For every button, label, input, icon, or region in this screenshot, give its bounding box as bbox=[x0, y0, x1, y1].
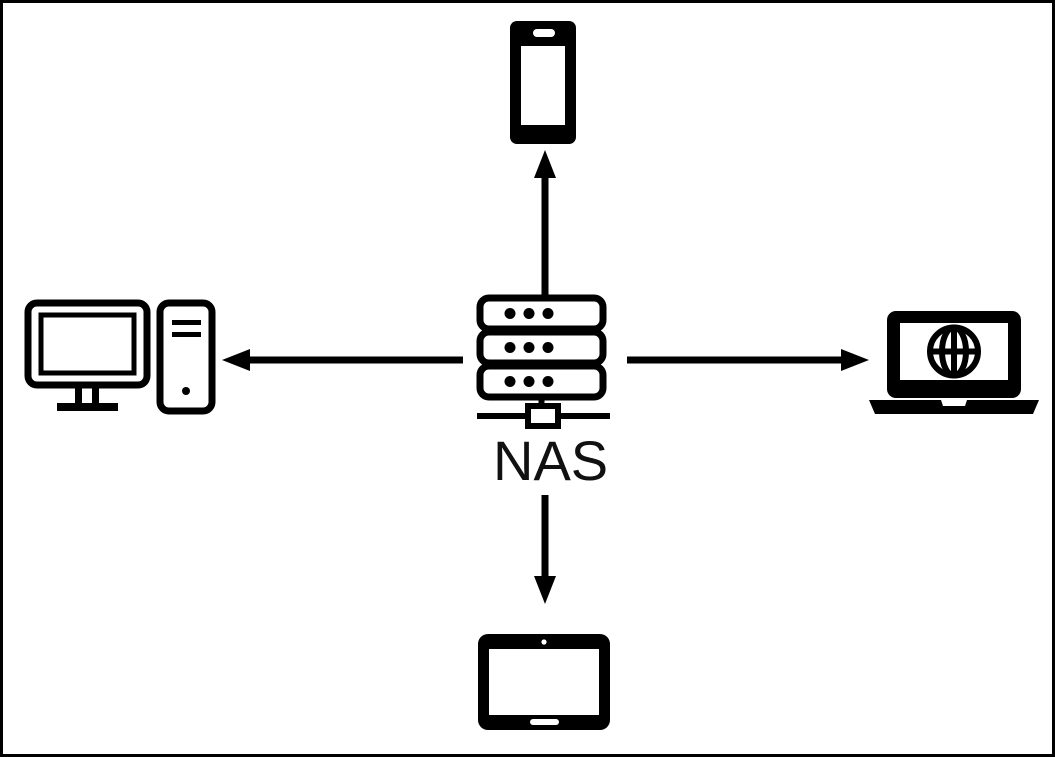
globe-icon bbox=[927, 324, 981, 379]
network-diagram bbox=[24, 21, 1039, 730]
tablet-icon bbox=[478, 634, 610, 730]
arrow-nas-to-laptop bbox=[627, 349, 869, 371]
arrow-nas-to-smartphone bbox=[534, 150, 556, 295]
smartphone-icon bbox=[510, 21, 576, 144]
nas-label: NAS bbox=[493, 429, 609, 492]
arrow-nas-to-tablet bbox=[534, 495, 556, 604]
nas-server-icon bbox=[476, 294, 610, 429]
desktop-computer-icon bbox=[24, 299, 216, 415]
arrow-nas-to-desktop bbox=[222, 349, 463, 371]
laptop-globe-icon bbox=[869, 311, 1039, 414]
